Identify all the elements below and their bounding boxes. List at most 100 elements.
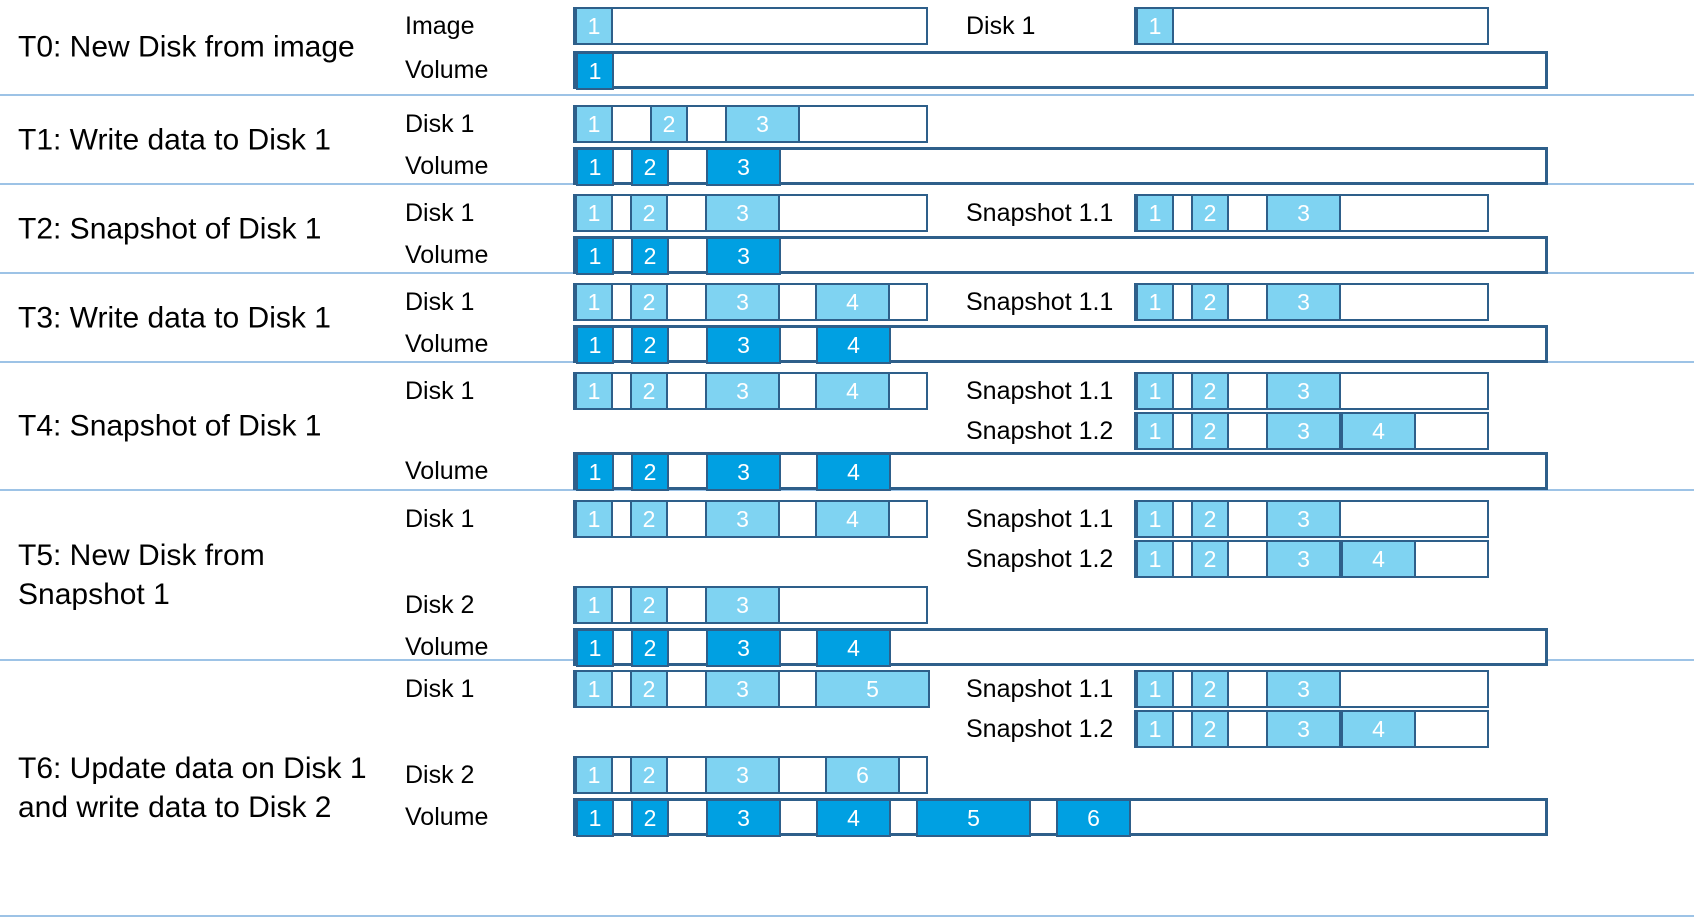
bar-label-t5-disk2: Disk 2 [405, 591, 475, 619]
data-block-1: 1 [576, 52, 614, 90]
data-block-3: 3 [1266, 670, 1341, 708]
bar-track-t0-disk1: 1 [1134, 7, 1489, 45]
data-block-1: 1 [576, 629, 614, 667]
data-block-3: 3 [706, 629, 781, 667]
step-title-t3: T3: Write data to Disk 1 [18, 301, 331, 334]
data-block-4: 4 [815, 283, 890, 321]
data-block-3: 3 [1266, 412, 1341, 450]
data-block-2: 2 [630, 372, 668, 410]
data-block-3: 3 [705, 372, 780, 410]
bar-label-t2-disk1: Disk 1 [405, 199, 475, 227]
data-block-3: 3 [1266, 283, 1341, 321]
bar-label-t4-snap11: Snapshot 1.1 [966, 377, 1114, 405]
data-block-5: 5 [916, 799, 1031, 837]
data-block-1: 1 [576, 453, 614, 491]
data-block-3: 3 [1266, 710, 1341, 748]
data-block-3: 3 [706, 799, 781, 837]
data-block-1: 1 [575, 283, 613, 321]
data-block-1: 1 [575, 194, 613, 232]
data-block-1: 1 [575, 586, 613, 624]
data-block-2: 2 [631, 148, 669, 186]
data-block-3: 3 [1266, 540, 1341, 578]
data-block-2: 2 [1191, 500, 1229, 538]
bar-label-t5-disk1: Disk 1 [405, 505, 475, 533]
bar-label-t6-disk2: Disk 2 [405, 761, 475, 789]
bar-label-t5-volume: Volume [405, 633, 489, 661]
data-block-1: 1 [1136, 7, 1174, 45]
data-block-1: 1 [576, 148, 614, 186]
data-block-2: 2 [630, 194, 668, 232]
data-block-2: 2 [631, 326, 669, 364]
data-block-2: 2 [631, 453, 669, 491]
data-block-4: 4 [815, 372, 890, 410]
data-block-2: 2 [1191, 710, 1229, 748]
bar-label-t6-snap11: Snapshot 1.1 [966, 675, 1114, 703]
data-block-6: 6 [1056, 799, 1131, 837]
data-block-2: 2 [1191, 670, 1229, 708]
data-block-1: 1 [575, 670, 613, 708]
data-block-3: 3 [705, 756, 780, 794]
data-block-2: 2 [631, 799, 669, 837]
data-block-2: 2 [631, 629, 669, 667]
data-block-1: 1 [576, 326, 614, 364]
data-block-1: 1 [1136, 500, 1174, 538]
data-block-5: 5 [815, 670, 930, 708]
data-block-4: 4 [815, 500, 890, 538]
step-title-t0: T0: New Disk from image [18, 30, 355, 64]
bar-label-t6-disk1: Disk 1 [405, 675, 475, 703]
data-block-2: 2 [630, 670, 668, 708]
data-block-4: 4 [816, 326, 891, 364]
data-block-1: 1 [575, 372, 613, 410]
data-block-2: 2 [630, 586, 668, 624]
data-block-3: 3 [705, 586, 780, 624]
data-block-2: 2 [631, 237, 669, 275]
step-title-t4: T4: Snapshot of Disk 1 [18, 409, 322, 443]
bar-label-t5-snap11: Snapshot 1.1 [966, 505, 1114, 533]
data-block-2: 2 [650, 105, 688, 143]
step-title-t2: T2: Snapshot of Disk 1 [18, 212, 322, 245]
data-block-2: 2 [630, 500, 668, 538]
bar-label-t5-snap12: Snapshot 1.2 [966, 545, 1114, 573]
data-block-2: 2 [1191, 283, 1229, 321]
data-block-3: 3 [706, 326, 781, 364]
data-block-2: 2 [1191, 412, 1229, 450]
bar-label-t0-image: Image [405, 12, 475, 40]
bar-label-t6-snap12: Snapshot 1.2 [966, 715, 1114, 743]
data-block-1: 1 [1136, 194, 1174, 232]
data-block-4: 4 [816, 453, 891, 491]
data-block-3: 3 [705, 283, 780, 321]
data-block-2: 2 [1191, 372, 1229, 410]
data-block-4: 4 [1341, 540, 1416, 578]
data-block-1: 1 [576, 799, 614, 837]
bar-label-t2-snap11: Snapshot 1.1 [966, 199, 1114, 227]
bar-label-t1-volume: Volume [405, 152, 489, 180]
data-block-4: 4 [816, 629, 891, 667]
data-block-1: 1 [1136, 372, 1174, 410]
bar-label-t0-disk1: Disk 1 [966, 12, 1036, 40]
data-block-1: 1 [575, 105, 613, 143]
data-block-1: 1 [575, 500, 613, 538]
data-block-3: 3 [706, 148, 781, 186]
data-block-2: 2 [630, 756, 668, 794]
data-block-3: 3 [705, 670, 780, 708]
bar-label-t4-disk1: Disk 1 [405, 377, 475, 405]
